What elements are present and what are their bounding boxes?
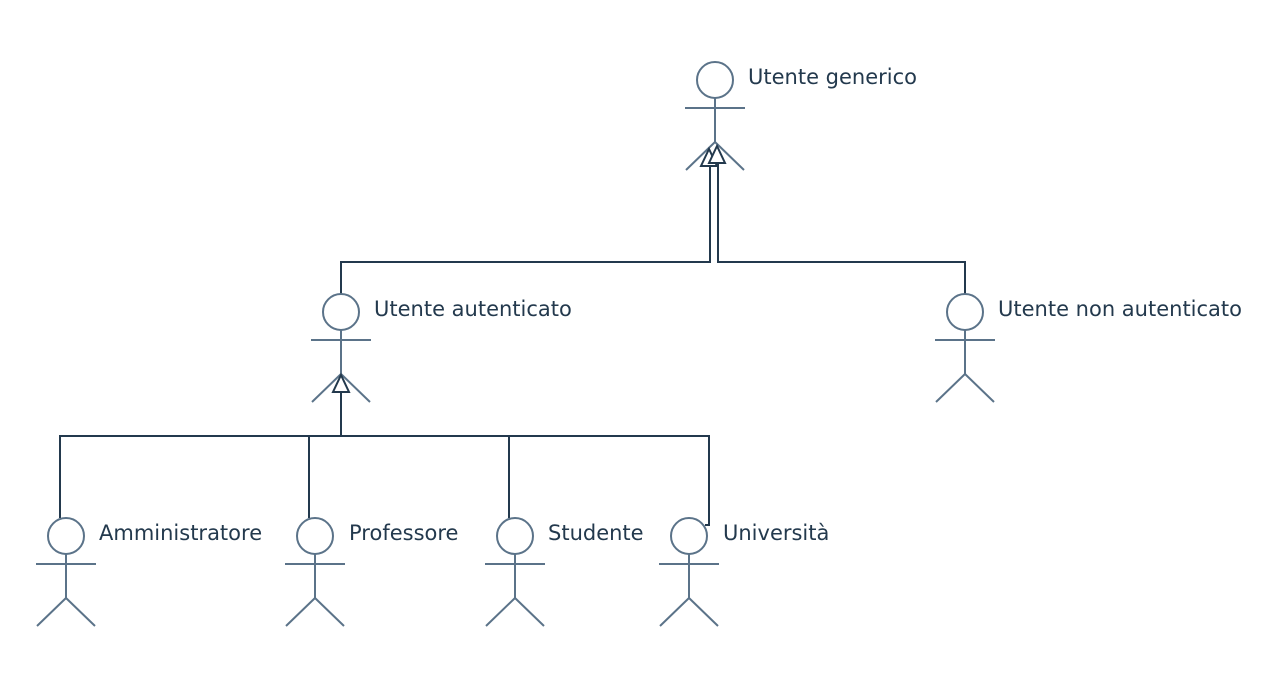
- actor-label-studente: Studente: [548, 521, 644, 545]
- actor-head: [670, 517, 708, 555]
- actor-right-leg: [964, 373, 995, 403]
- actor-utente-generico: [685, 61, 745, 171]
- actor-right-leg: [688, 597, 719, 627]
- generalization-arrow-lower: [331, 372, 351, 393]
- actor-head: [496, 517, 534, 555]
- actor-head: [696, 61, 734, 99]
- actor-head: [47, 517, 85, 555]
- actor-head: [322, 293, 360, 331]
- actor-left-leg: [485, 597, 516, 627]
- actor-left-leg: [311, 373, 342, 403]
- generalization-arrow-non-autenticato: [707, 143, 727, 164]
- actor-professore: [285, 517, 345, 627]
- actor-universita: [659, 517, 719, 627]
- actor-right-leg: [65, 597, 96, 627]
- actor-utente-non-autenticato: [935, 293, 995, 403]
- actor-left-leg: [36, 597, 67, 627]
- actor-head: [946, 293, 984, 331]
- actor-utente-autenticato: [311, 293, 371, 403]
- actor-head: [296, 517, 334, 555]
- actor-label-amministratore: Amministratore: [99, 521, 263, 545]
- actor-right-leg: [714, 141, 745, 171]
- actor-right-leg: [340, 373, 371, 403]
- actors-layer: [36, 61, 995, 627]
- actor-right-leg: [314, 597, 345, 627]
- actor-amministratore: [36, 517, 96, 627]
- actor-label-utente-autenticato: Utente autenticato: [374, 297, 572, 321]
- actor-left-leg: [685, 141, 716, 171]
- actor-label-professore: Professore: [349, 521, 459, 545]
- generalization-arrowheads: [331, 143, 727, 393]
- actor-label-utente-generico: Utente generico: [748, 65, 918, 89]
- actor-studente: [485, 517, 545, 627]
- connector-non-autenticato-to-generico: [717, 163, 966, 294]
- actor-right-leg: [514, 597, 545, 627]
- connector-autenticato-to-generico: [340, 163, 711, 294]
- actor-label-utente-non-autenticato: Utente non autenticato: [998, 297, 1243, 321]
- connector-bus-lower: [59, 435, 710, 526]
- generalization-connectors: [59, 163, 966, 526]
- actor-left-leg: [285, 597, 316, 627]
- actor-left-leg: [935, 373, 966, 403]
- actor-label-universita: Università: [723, 521, 830, 545]
- actor-left-leg: [659, 597, 690, 627]
